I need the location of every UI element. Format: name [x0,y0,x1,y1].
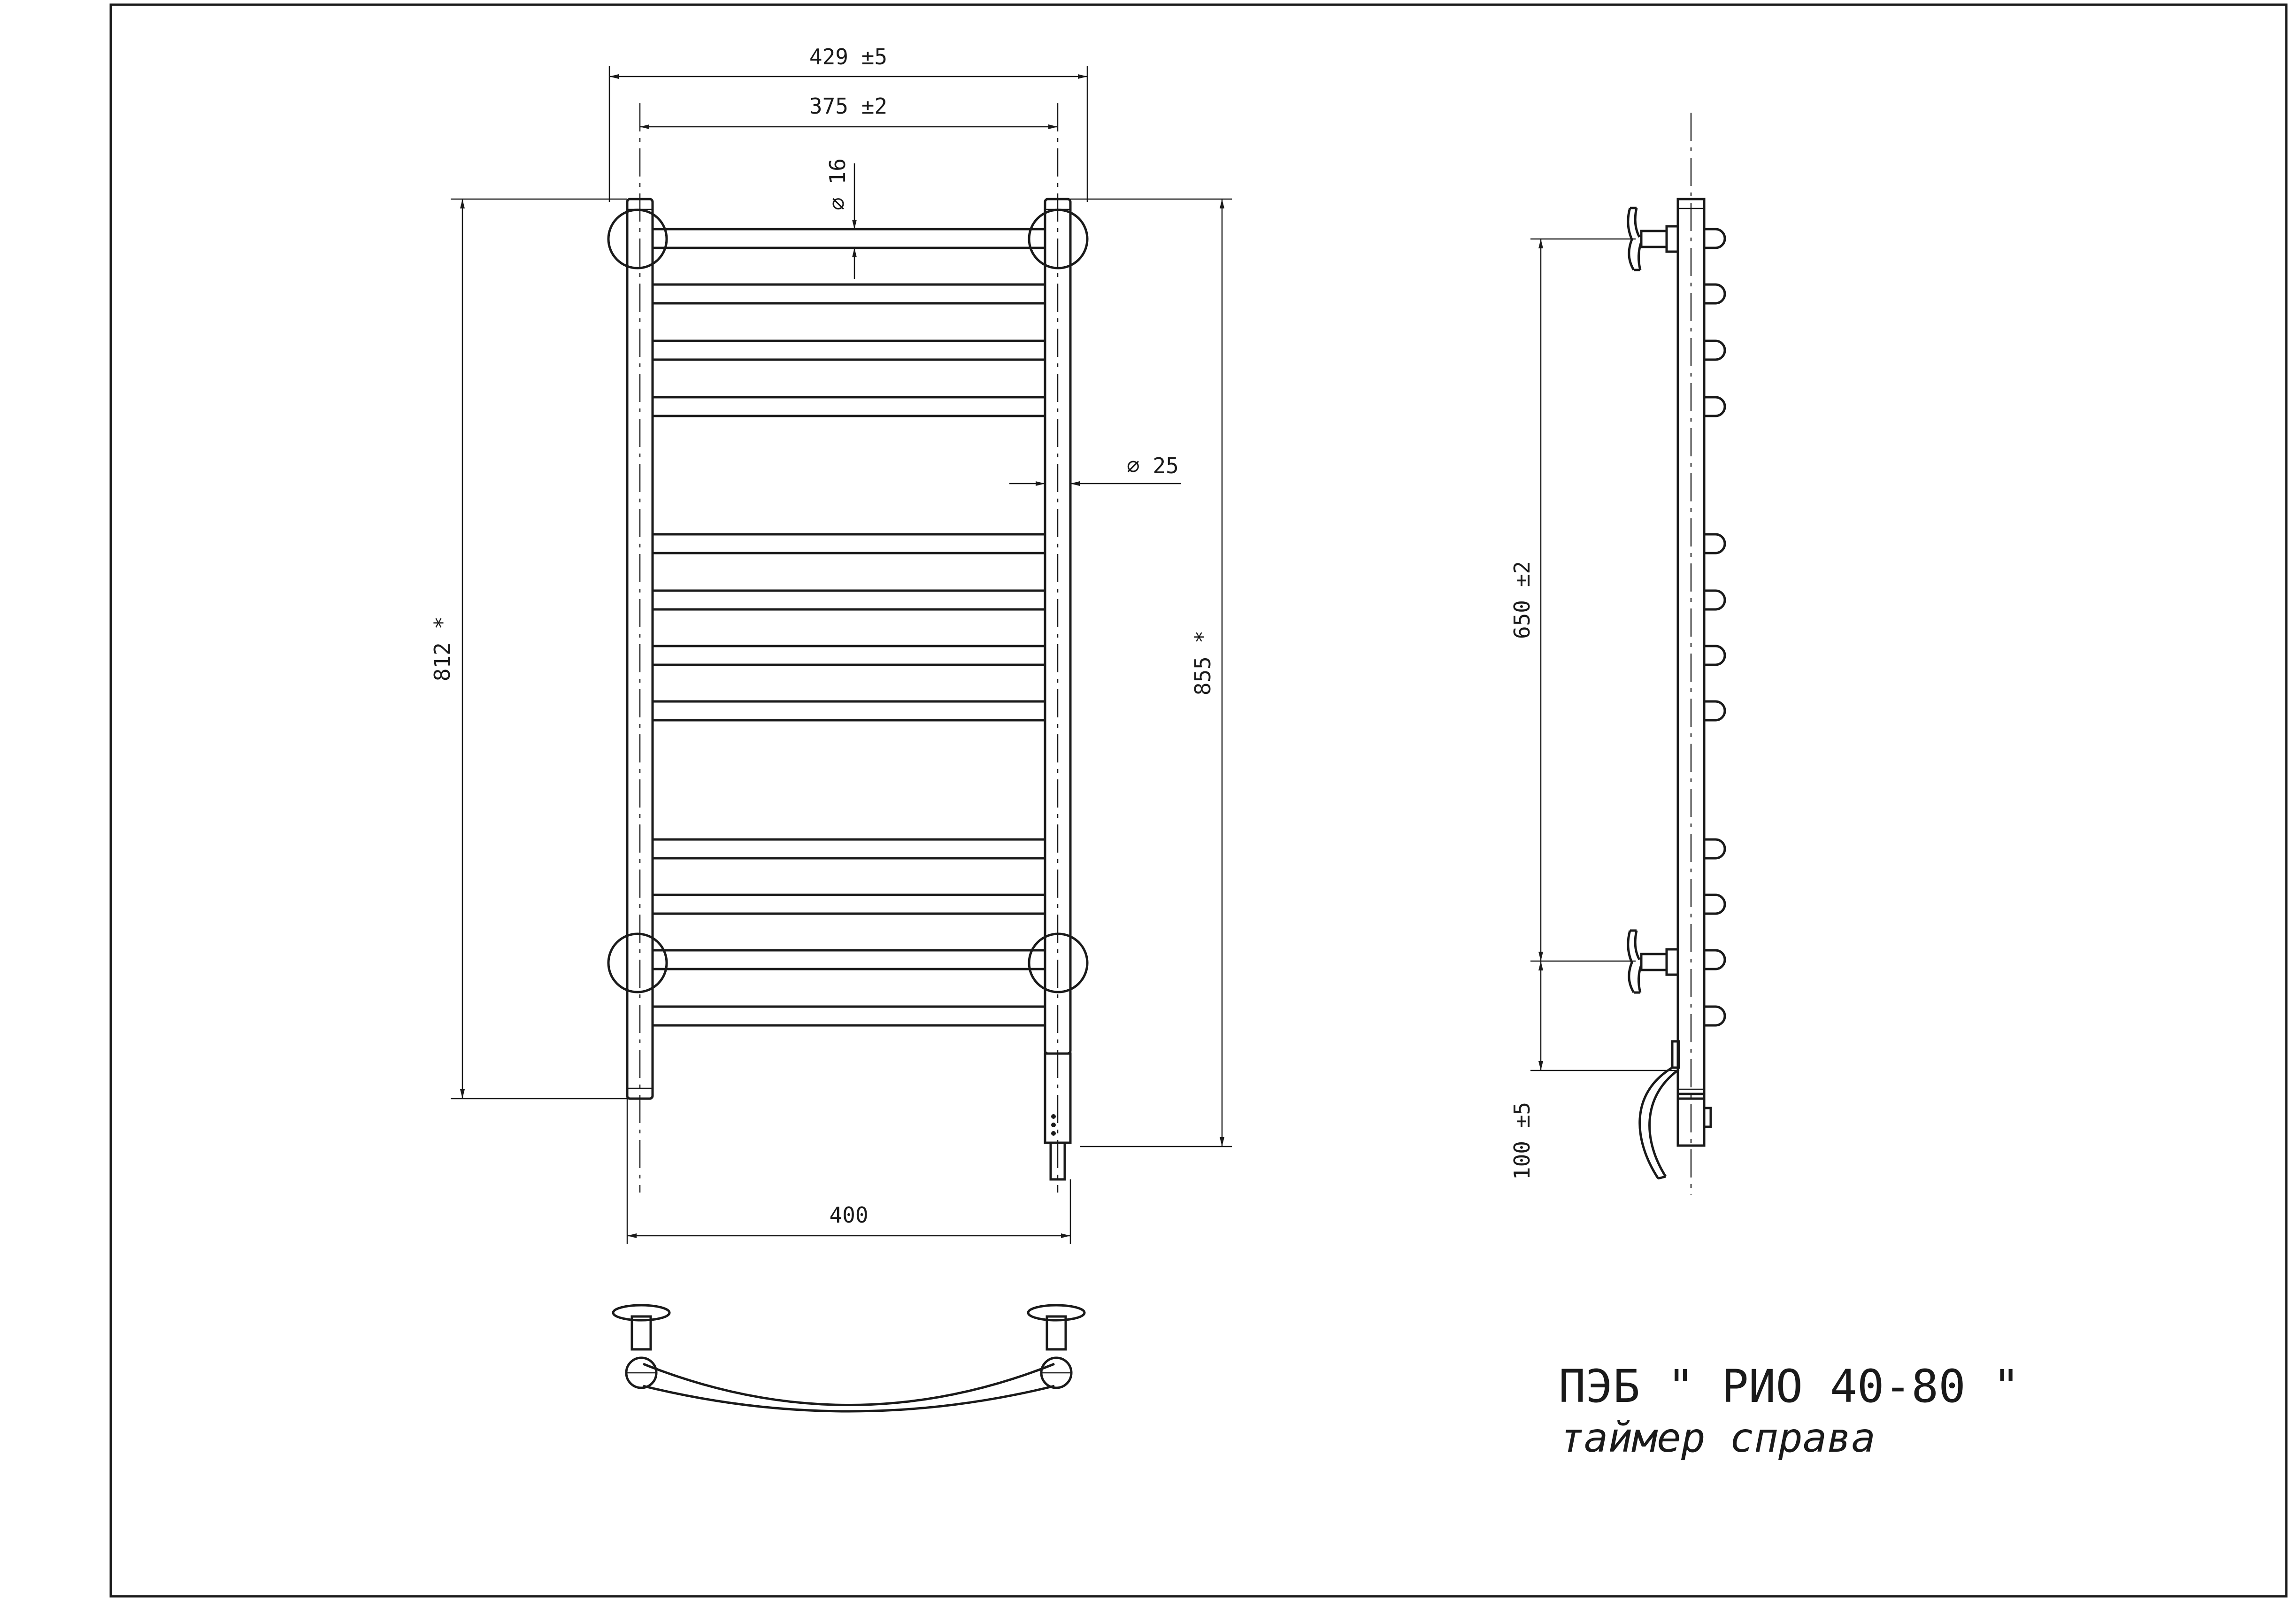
rung [651,283,1046,305]
side-dimensions: 650 ±2 100 ±5 [1509,238,1676,1180]
rung-stub [1704,838,1726,860]
model-title: ПЭБ " РИО 40-80 " [1559,1360,2020,1413]
front-view [607,103,1089,1193]
indicator-dot [1051,1123,1056,1127]
rung-stub [1704,533,1726,554]
rung [651,838,1046,860]
rung-stub [1704,396,1726,417]
dim-left-height: 812 * [430,616,455,681]
dim-pipe-diameter: ∅ 25 [1127,453,1179,478]
rung-stub [1704,228,1726,249]
rung [651,645,1046,666]
rung [651,533,1046,554]
drawing-frame [109,3,2288,1598]
front-dimensions: 429 ±5 375 ±2 ∅ 16 ∅ 25 812 * 855 * 400 [430,44,1232,1244]
rungs [651,228,1046,1027]
rung-stub [1704,1005,1726,1027]
mount-flange-bottom-left [607,932,668,993]
side-view [1627,113,1726,1195]
dim-rung-diameter: ∅ 16 [825,158,850,210]
top-view [612,1304,1086,1413]
side-mount-bottom [1627,929,1679,994]
rung [651,396,1046,417]
rung [651,949,1046,970]
top-flange-left [612,1304,671,1322]
rung [651,700,1046,722]
side-mount-top [1627,207,1679,271]
dim-bottom-offset: 100 ±5 [1509,1102,1535,1180]
indicator-dot [1051,1114,1056,1119]
rung-stub [1704,645,1726,666]
rung [651,228,1046,249]
rung [651,339,1046,361]
mount-flange-top-left [607,208,668,269]
top-flange-right [1027,1304,1086,1322]
power-cable [1638,1040,1680,1180]
rung [651,893,1046,915]
rung-stub [1704,700,1726,722]
side-timer-knob [1703,1107,1712,1128]
rung [651,589,1046,611]
dim-mount-spacing: 650 ±2 [1509,561,1535,639]
rung-stubs [1704,228,1726,1027]
rung-stub [1704,893,1726,915]
dim-pipe-spacing: 375 ±2 [809,93,887,119]
dim-overall-width: 429 ±5 [809,44,887,69]
dim-right-height: 855 * [1190,631,1215,695]
top-curved-rung [643,1362,1055,1406]
rung-stub [1704,949,1726,970]
rung [651,1005,1046,1027]
side-pipe [1676,198,1706,1100]
rung-stub [1704,589,1726,611]
indicator-dot [1051,1131,1056,1136]
rung-stub [1704,339,1726,361]
rung-stub [1704,283,1726,305]
dim-bottom-width: 400 [829,1202,868,1228]
timer-note: таймер справа [1560,1415,1876,1462]
